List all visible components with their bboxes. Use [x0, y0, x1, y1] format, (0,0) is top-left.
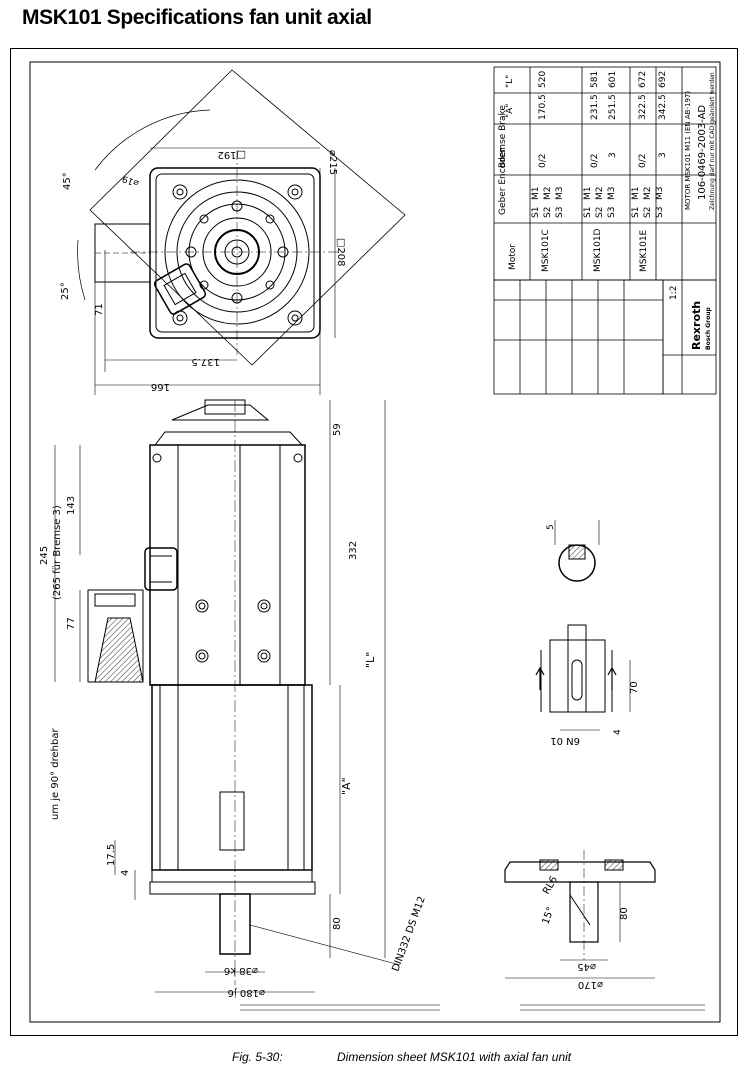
table-enc-d4: M1 [583, 187, 593, 201]
dim-L: "L" [364, 652, 377, 668]
table-enc-c4: M1 [531, 187, 541, 201]
key-detail [535, 520, 631, 731]
dim-rl6: RL6 [541, 875, 560, 897]
table-enc-d6: M3 [607, 187, 617, 201]
figure-caption: Dimension sheet MSK101 with axial fan un… [337, 1050, 572, 1064]
drawing-scale: 1:2 [669, 286, 679, 300]
dim-80b: 80 [619, 907, 630, 920]
dim-45: ⌀45 [577, 961, 596, 972]
table-text: Motor Geber Encoder Bremse Brake "A" "L"… [498, 71, 716, 350]
dim-angle-45: 45° [62, 172, 73, 190]
table-enc-e1: S1 [631, 207, 641, 218]
table-enc-d5: M2 [595, 187, 605, 201]
side-view [54, 399, 401, 993]
dim-brake-note: (265 für Bremse 3) [52, 505, 63, 600]
dim-166: 166 [151, 381, 170, 392]
table-enc-e3: S3 [655, 207, 665, 218]
dim-77: 77 [66, 617, 77, 630]
dim-71: 71 [94, 303, 105, 316]
table-header-brake: Bremse Brake [498, 105, 508, 168]
front-view [77, 69, 406, 395]
table-a-c1: 170.5 [538, 94, 548, 120]
dim-215: ⌀215 [327, 150, 338, 175]
drawing-number: 106-0469-2003-AD [697, 105, 708, 200]
table-l-c1: 520 [538, 71, 548, 88]
table-motor-e: MSK101E [639, 229, 649, 272]
dim-143: 143 [66, 496, 77, 515]
copyright-note [240, 1004, 705, 1011]
table-enc-e6: M3 [655, 187, 665, 201]
dim-19: ⌀19 [121, 173, 141, 188]
drawing-note: Zeichnung darf nur mit CAD geändert werd… [709, 72, 716, 210]
table-enc-c6: M3 [555, 187, 565, 201]
dim-170: ⌀170 [578, 979, 603, 990]
table-brake-e1: 0/2 [638, 154, 648, 168]
table-enc-c2: S2 [543, 207, 553, 218]
key-dim-4: 4 [613, 729, 623, 735]
key-dim-70: 70 [629, 681, 640, 694]
motor-body [149, 444, 306, 686]
dim-17-5: 17.5 [106, 844, 117, 866]
brand-logo: Rexroth [690, 301, 703, 350]
table-enc-e2: S2 [643, 207, 653, 218]
table-l-e1: 672 [638, 71, 648, 88]
dim-59: 59 [332, 423, 343, 436]
dim-15: 15° [540, 906, 556, 926]
dim-4: 4 [120, 870, 131, 876]
dim-din: DIN332 DS M12 [390, 895, 427, 973]
dim-245: 245 [39, 546, 50, 565]
dim-332: 332 [348, 541, 359, 560]
table-motor-c: MSK101C [541, 229, 551, 272]
table-brake-d1: 0/2 [590, 154, 600, 168]
key-tolerance: 6N 01 [550, 735, 580, 746]
drawing-title: MOTOR MSK101 M11 (EN AB-197) [684, 91, 692, 210]
dim-137-5: 137.5 [191, 356, 220, 367]
shaft-end-detail [504, 850, 656, 979]
table-l-e2: 692 [658, 71, 668, 88]
table-enc-d3: S3 [607, 207, 617, 218]
table-enc-c1: S1 [531, 207, 541, 218]
table-enc-d2: S2 [595, 207, 605, 218]
table-l-d2: 601 [608, 71, 618, 88]
rotated-flange-outline [89, 69, 406, 366]
table-header-a: "A" [505, 104, 515, 118]
table-a-d1: 231.5 [590, 94, 600, 120]
table-enc-c3: S3 [555, 207, 565, 218]
dim-angle-25: 25° [60, 282, 71, 300]
brand-sub: Bosch Group [705, 307, 712, 350]
table-enc-e5: M2 [643, 187, 653, 201]
table-header-encoder: Geber Encoder [498, 148, 508, 215]
variant-table [493, 66, 717, 395]
table-brake-c1: 0/2 [538, 154, 548, 168]
table-enc-e4: M1 [631, 187, 641, 201]
table-motor-d: MSK101D [593, 228, 603, 272]
figure-number: Fig. 5-30: [232, 1050, 283, 1064]
table-header-l: "L" [505, 75, 515, 88]
table-header-motor: Motor [508, 244, 518, 270]
dim-A: "A" [340, 777, 353, 795]
table-brake-e2: 3 [658, 152, 668, 158]
dim-192: □192 [217, 149, 246, 160]
shaft [219, 893, 251, 955]
table-a-d2: 251.5 [608, 94, 618, 120]
rotate-note: um je 90° drehbar [50, 728, 61, 820]
key-dim-5: 5 [546, 524, 556, 530]
dim-shaft: ⌀38 k6 [224, 965, 258, 976]
table-brake-d2: 3 [608, 152, 618, 158]
table-a-e2: 342.5 [658, 94, 668, 120]
dim-208: □208 [335, 238, 346, 267]
inner-border [29, 61, 721, 1023]
table-enc-d1: S1 [583, 207, 593, 218]
table-a-e1: 322.5 [638, 94, 648, 120]
page-title: MSK101 Specifications fan unit axial [22, 6, 372, 29]
table-l-d1: 581 [590, 71, 600, 88]
table-enc-c5: M2 [543, 187, 553, 201]
dim-spigot: ⌀180 j6 [228, 987, 265, 998]
drawing-frame [10, 48, 738, 1036]
dim-80: 80 [332, 917, 343, 930]
